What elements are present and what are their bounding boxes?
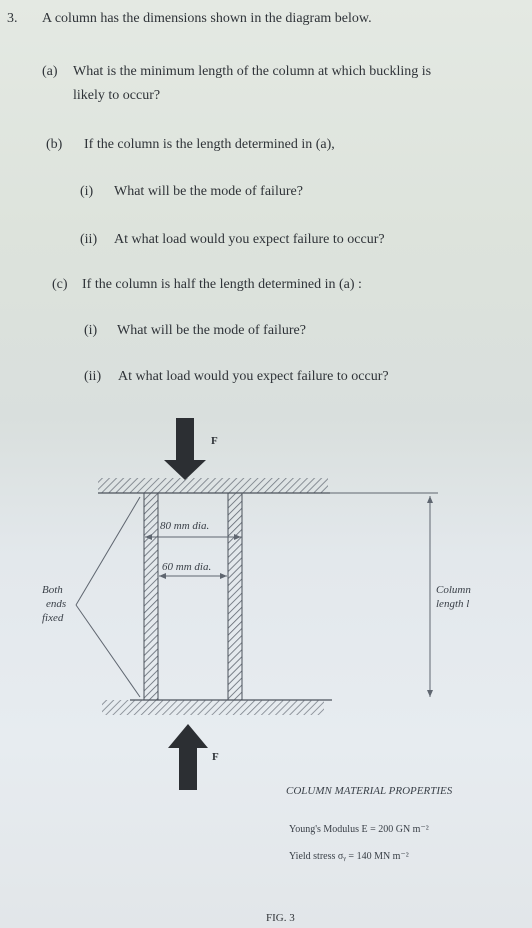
- part-c-label: (c): [52, 277, 68, 292]
- bottom-force-arrow: [168, 724, 208, 790]
- part-c-text: If the column is half the length determi…: [82, 277, 362, 292]
- top-force-arrow: [164, 418, 206, 480]
- part-b-label: (b): [46, 137, 63, 152]
- column-walls: [143, 492, 243, 701]
- bottom-fixed-support: [102, 699, 332, 715]
- part-b-ii-label: (ii): [80, 232, 98, 247]
- question-number: 3.: [7, 11, 18, 26]
- column-length-line2: length l: [436, 598, 470, 610]
- both-ends-fixed-line2: ends: [46, 598, 67, 610]
- part-a-text-line1: What is the minimum length of the column…: [73, 64, 432, 79]
- part-b-text: If the column is the length determined i…: [84, 137, 335, 152]
- column-length-line1: Column: [436, 584, 471, 596]
- inner-diameter-label: 60 mm dia.: [162, 561, 212, 573]
- part-b-i-text: What will be the mode of failure?: [114, 184, 303, 199]
- bottom-force-label: F: [212, 751, 219, 763]
- youngs-modulus: Young's Modulus E = 200 GN m⁻²: [289, 824, 429, 835]
- part-a-text-line2: likely to occur?: [73, 88, 161, 103]
- both-ends-fixed-line3: fixed: [42, 612, 64, 624]
- part-c-ii-label: (ii): [84, 369, 102, 384]
- yield-stress: Yield stress σᵧ = 140 MN m⁻²: [289, 851, 409, 862]
- both-ends-leader-lines: [75, 496, 141, 698]
- figure-caption: FIG. 3: [266, 912, 295, 924]
- top-force-label: F: [211, 435, 218, 447]
- top-fixed-support: [98, 478, 438, 494]
- both-ends-fixed-line1: Both: [42, 584, 63, 596]
- part-c-i-label: (i): [84, 323, 98, 338]
- part-c-i-text: What will be the mode of failure?: [117, 323, 306, 338]
- question-intro: A column has the dimensions shown in the…: [42, 11, 372, 26]
- part-b-i-label: (i): [80, 184, 94, 199]
- part-a-label: (a): [42, 64, 58, 79]
- material-properties-heading: COLUMN MATERIAL PROPERTIES: [286, 785, 453, 797]
- part-c-ii-text: At what load would you expect failure to…: [118, 369, 389, 384]
- part-b-ii-text: At what load would you expect failure to…: [114, 232, 385, 247]
- outer-diameter-label: 80 mm dia.: [160, 520, 210, 532]
